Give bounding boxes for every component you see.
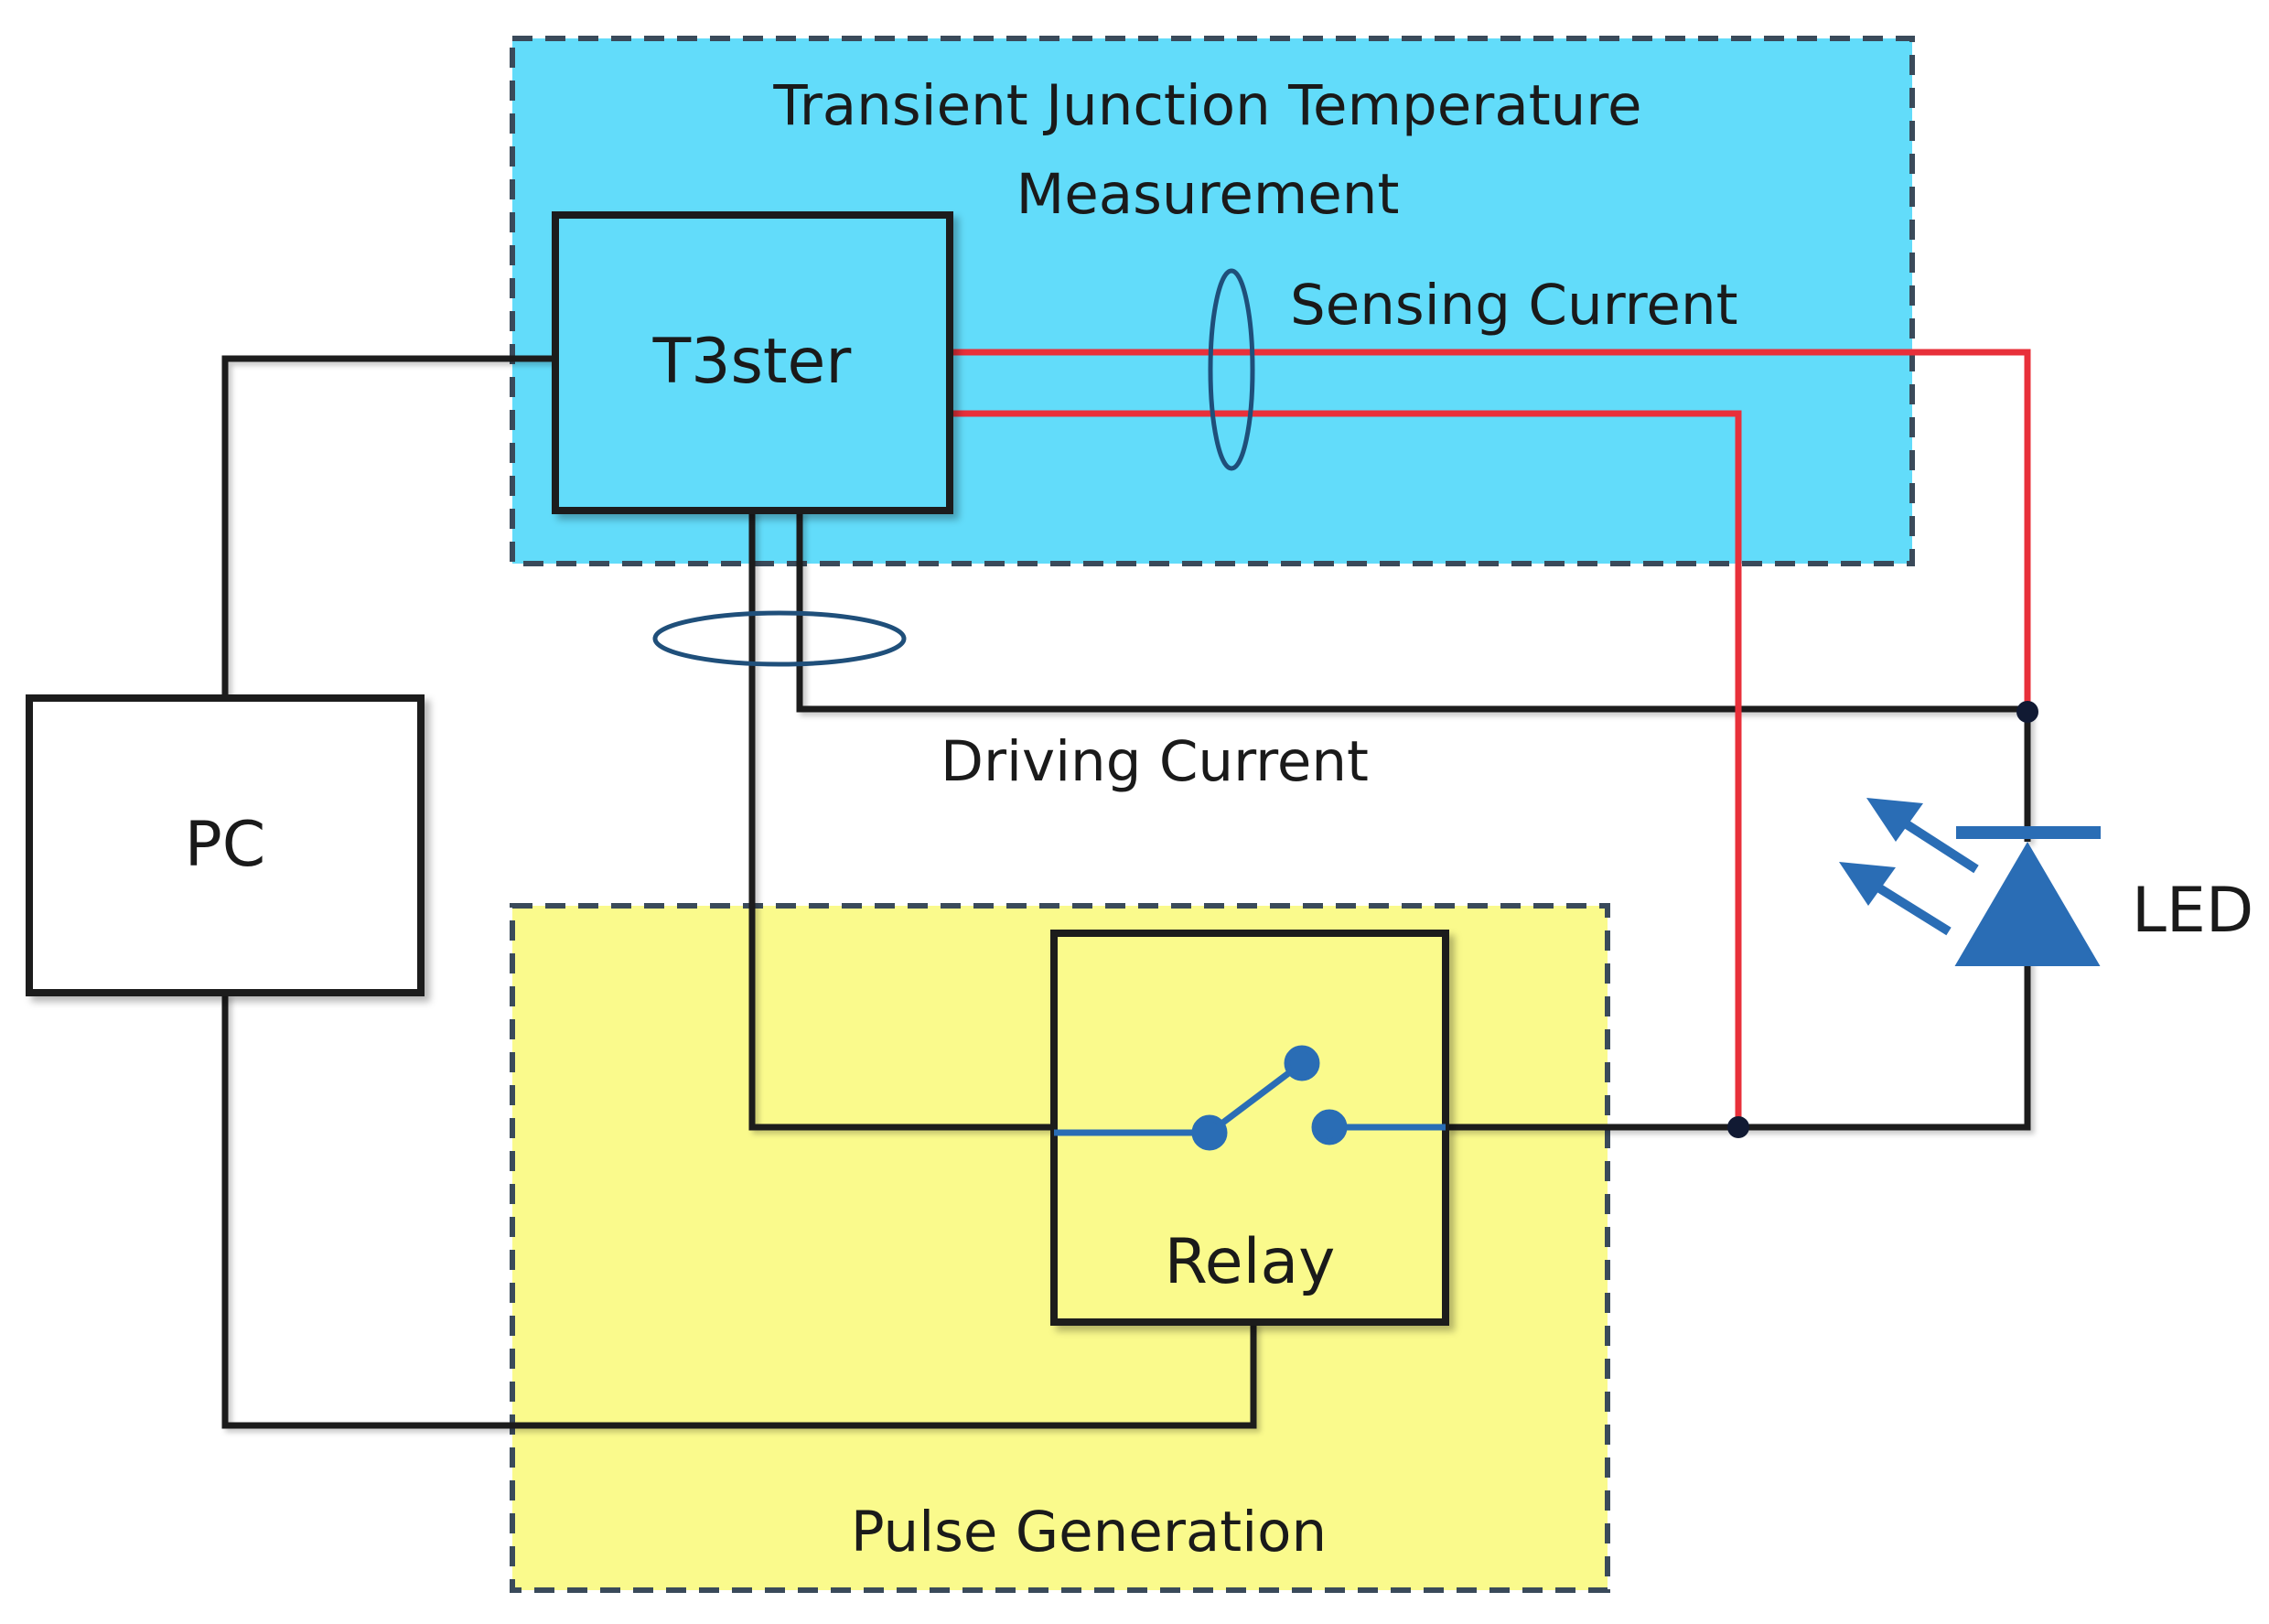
relay-label: Relay <box>1165 1226 1336 1298</box>
wire-pc-t3ster <box>221 355 554 700</box>
driving-current-label: Driving Current <box>941 729 1369 794</box>
pulse-generation-title: Pulse Generation <box>851 1500 1327 1565</box>
sensing-current-label: Sensing Current <box>1290 273 1738 338</box>
driving-cable-ellipse <box>652 610 907 667</box>
led-label: LED <box>2132 875 2253 947</box>
wire-sensing-to-led-anode <box>950 349 2031 709</box>
relay-switch-symbol <box>1054 1045 1446 1151</box>
t3ster-block <box>552 211 953 514</box>
junction-dot-anode <box>2016 701 2038 723</box>
pc-block <box>26 694 425 996</box>
sensing-cable-ellipse <box>1208 268 1255 471</box>
led-symbol <box>1954 826 2101 966</box>
wire-relay-to-led <box>1446 959 2031 1131</box>
wire-driving-to-led <box>796 511 2031 842</box>
wire-pc-relay <box>221 993 1257 1429</box>
junction-dot-cathode <box>1727 1116 1749 1138</box>
t3ster-label: T3ster <box>652 326 852 398</box>
black-wiring <box>221 355 2031 1429</box>
measurement-region-title-line2: Measurement <box>1016 162 1400 227</box>
pc-label: PC <box>185 809 266 881</box>
led-emission-arrows <box>1839 798 1979 936</box>
measurement-region-title-line1: Transient Junction Temperature <box>772 73 1641 138</box>
wire-driving-to-relay <box>748 511 1054 1131</box>
led-triangle <box>1954 842 2101 966</box>
